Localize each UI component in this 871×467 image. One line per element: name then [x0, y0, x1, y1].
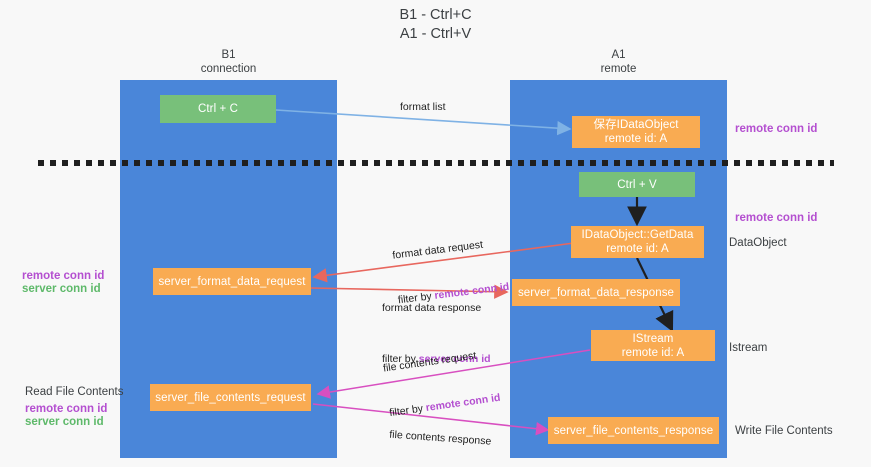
section-divider: [38, 160, 834, 166]
annotation-remote-conn-id-left-2: remote conn id: [25, 403, 108, 415]
annotation-remote-conn-id-mid: remote conn id: [735, 212, 818, 224]
edge-label-file-contents-response: file contents response filter by server …: [359, 396, 493, 467]
node-server-file-contents-response[interactable]: server_file_contents_response: [548, 417, 719, 444]
annotation-server-conn-id-left: server conn id: [22, 283, 101, 295]
node-server-file-contents-request[interactable]: server_file_contents_request: [150, 384, 311, 411]
edge-label-format-data-response: format data response filter by server co…: [382, 271, 491, 397]
node-ctrl-c[interactable]: Ctrl + C: [160, 95, 276, 123]
edge-label-format-data-response-text: format data response: [382, 302, 482, 314]
annotation-istream: Istream: [729, 342, 768, 354]
edge-label-format-data-response-filter: filter by server conn id: [382, 352, 491, 367]
edge-label-format-list: format list: [400, 101, 446, 113]
annotation-server-conn-id-left-2: server conn id: [25, 416, 104, 428]
node-idataobject-getdata[interactable]: IDataObject::GetData remote id: A: [571, 226, 704, 258]
filter-key: server conn id: [418, 353, 491, 365]
annotation-remote-conn-id-left: remote conn id: [22, 270, 105, 282]
annotation-dataobject: DataObject: [729, 237, 787, 249]
edge-label-file-contents-request-text: file contents request: [382, 349, 478, 375]
annotation-read-file-contents: Read File Contents: [25, 386, 124, 398]
edge-label-file-contents-response-text: file contents response: [388, 428, 492, 448]
node-server-format-data-request[interactable]: server_format_data_request: [153, 268, 311, 295]
column-header-b1: B1 connection: [200, 49, 257, 75]
node-server-format-data-response[interactable]: server_format_data_response: [512, 279, 680, 306]
node-save-idataobject[interactable]: 保存IDataObject remote id: A: [572, 116, 700, 148]
column-header-a1: A1 remote: [600, 49, 637, 75]
annotation-write-file-contents: Write File Contents: [735, 425, 833, 437]
node-ctrl-v[interactable]: Ctrl + V: [579, 172, 695, 197]
filter-prefix: filter by: [382, 353, 419, 365]
annotation-remote-conn-id-top: remote conn id: [735, 123, 818, 135]
page-title: B1 - Ctrl+C A1 - Ctrl+V: [399, 7, 472, 42]
edge-label-format-data-request-text: format data request: [391, 238, 484, 262]
node-istream[interactable]: IStream remote id: A: [591, 330, 715, 361]
